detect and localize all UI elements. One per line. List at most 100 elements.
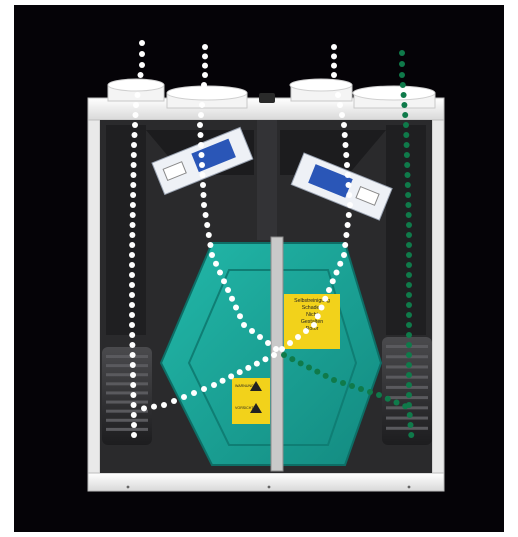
casing-bottom: [88, 473, 444, 491]
casing-left: [88, 120, 100, 487]
airflow-dot: [287, 340, 293, 346]
airflow-dot: [131, 432, 137, 438]
airflow-dot: [279, 346, 285, 352]
airflow-dot: [406, 262, 412, 268]
airflow-dot: [339, 112, 345, 118]
airflow-dot: [138, 72, 144, 78]
airflow-dot: [367, 389, 373, 395]
airflow-dot: [129, 332, 135, 338]
airflow-dot: [217, 270, 223, 276]
airflow-dot: [203, 212, 209, 218]
airflow-dot: [408, 422, 414, 428]
airflow-dot: [311, 322, 317, 328]
airflow-dot: [200, 172, 206, 178]
casing-right: [432, 120, 444, 487]
airflow-dot: [407, 412, 413, 418]
fan-blade: [106, 364, 148, 367]
airflow-dot: [406, 352, 412, 358]
airflow-dot: [133, 102, 139, 108]
airflow-dot: [131, 422, 137, 428]
airflow-dot: [406, 212, 412, 218]
airflow-dot: [405, 172, 411, 178]
fan-blade: [106, 355, 148, 358]
airflow-dot: [399, 72, 405, 78]
airflow-dot: [201, 202, 207, 208]
airflow-dot: [129, 342, 135, 348]
fan-blade: [106, 401, 148, 404]
airflow-dot: [132, 132, 138, 138]
airflow-dot: [198, 112, 204, 118]
airflow-dot: [129, 252, 135, 258]
airflow-dot: [191, 390, 197, 396]
airflow-dot: [323, 373, 329, 379]
airflow-dot: [343, 232, 349, 238]
airflow-dot: [130, 372, 136, 378]
airflow-dot: [394, 400, 400, 406]
airflow-dot: [202, 44, 208, 50]
airflow-dot: [132, 122, 138, 128]
airflow-dot: [201, 386, 207, 392]
airflow-dot: [131, 142, 137, 148]
airflow-dot: [129, 232, 135, 238]
airflow-dot: [405, 202, 411, 208]
airflow-dot: [130, 352, 136, 358]
airflow-dot: [265, 340, 271, 346]
airflow-dot: [402, 112, 408, 118]
airflow-dot: [254, 361, 260, 367]
airflow-dot: [201, 82, 207, 88]
airflow-dot: [211, 382, 217, 388]
airflow-dot: [204, 222, 210, 228]
airflow-dot: [200, 182, 206, 188]
airflow-dot: [406, 232, 412, 238]
insulation-left-channel: [106, 125, 146, 335]
airflow-dot: [405, 182, 411, 188]
airflow-dot: [406, 382, 412, 388]
airflow-dot: [161, 402, 167, 408]
airflow-dot: [199, 152, 205, 158]
fan-icon: [102, 347, 152, 445]
warning-label-1-text: WARNUNG: [235, 384, 254, 388]
airflow-dot: [130, 392, 136, 398]
airflow-dot: [341, 252, 347, 258]
airflow-dot: [303, 328, 309, 334]
airflow-dot: [220, 378, 226, 384]
airflow-dot: [130, 382, 136, 388]
airflow-dot: [131, 412, 137, 418]
airflow-dot: [262, 356, 268, 362]
airflow-dot: [241, 322, 247, 328]
airflow-dot: [345, 172, 351, 178]
airflow-dot: [221, 278, 227, 284]
airflow-dot: [406, 392, 412, 398]
airflow-dot: [131, 162, 137, 168]
airflow-dot: [406, 302, 412, 308]
warning-label: WARNUNG: [232, 378, 270, 400]
airflow-dot: [129, 262, 135, 268]
airflow-dot: [406, 372, 412, 378]
airflow-dot: [151, 404, 157, 410]
airflow-dot: [406, 362, 412, 368]
airflow-dot: [346, 192, 352, 198]
airflow-dot: [129, 242, 135, 248]
airflow-dot: [349, 383, 355, 389]
airflow-dot: [333, 82, 339, 88]
airflow-dot: [237, 313, 243, 319]
airflow-dot: [403, 122, 409, 128]
airflow-dot: [199, 162, 205, 168]
airflow-dot: [404, 142, 410, 148]
airflow-dot: [406, 292, 412, 298]
airflow-dot: [376, 392, 382, 398]
airflow-dot: [337, 102, 343, 108]
airflow-dot: [319, 305, 325, 311]
airflow-dot: [245, 365, 251, 371]
airflow-dot: [206, 232, 212, 238]
airflow-dot: [335, 92, 341, 98]
airflow-dot: [207, 242, 213, 248]
airflow-dot: [201, 192, 207, 198]
airflow-dot: [343, 152, 349, 158]
airflow-dot: [271, 352, 277, 358]
airflow-dot: [343, 142, 349, 148]
airflow-dot: [131, 152, 137, 158]
airflow-dot: [298, 360, 304, 366]
fan-blade: [106, 382, 148, 385]
divider-wall: [257, 120, 277, 240]
